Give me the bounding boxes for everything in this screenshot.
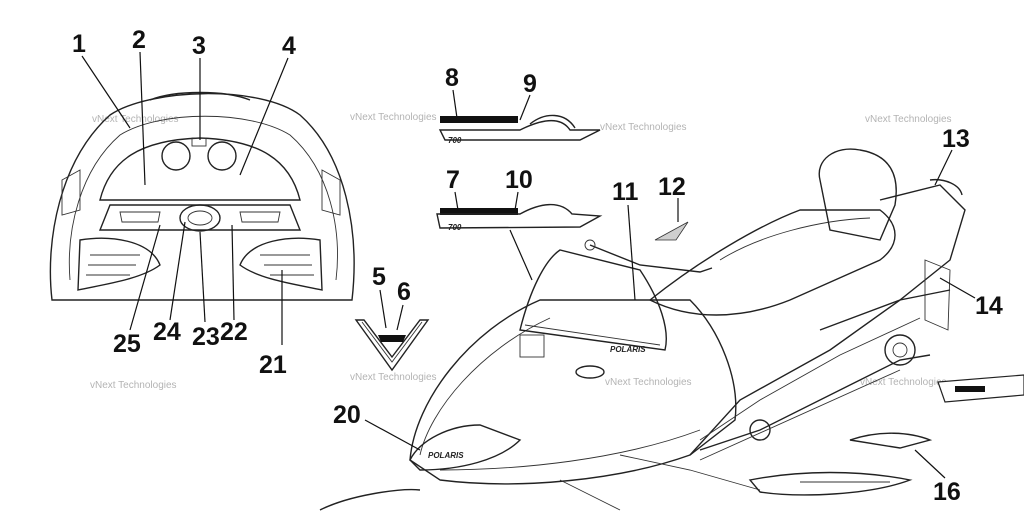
- decal-700-lower: 700: [436, 191, 603, 281]
- callout-4: 4: [282, 32, 296, 60]
- watermark: vNext Technologies: [350, 372, 437, 383]
- callout-25: 25: [113, 330, 141, 358]
- watermark: vNext Technologies: [860, 377, 947, 388]
- callout-20: 20: [333, 401, 361, 429]
- decal-14: [937, 277, 1024, 403]
- callout-13: 13: [942, 125, 970, 153]
- snowmobile-leader-lines: [364, 149, 953, 451]
- decal-12: [654, 198, 689, 241]
- callout-23: 23: [192, 323, 220, 351]
- callout-9: 9: [523, 70, 537, 98]
- watermark: vNext Technologies: [90, 380, 177, 391]
- callout-7: 7: [446, 166, 460, 194]
- callout-22: 22: [220, 318, 248, 346]
- callout-3: 3: [192, 32, 206, 60]
- watermark: vNext Technologies: [350, 112, 437, 123]
- callout-6: 6: [397, 278, 411, 306]
- decal-v-chevron: [354, 289, 430, 372]
- callout-8: 8: [445, 64, 459, 92]
- hood-leader-lines: [81, 51, 289, 345]
- callout-10: 10: [505, 166, 533, 194]
- watermark: vNext Technologies: [92, 114, 179, 125]
- callout-21: 21: [259, 351, 287, 379]
- callout-24: 24: [153, 318, 181, 346]
- decal-700-upper: 700: [438, 89, 601, 145]
- watermark: vNext Technologies: [865, 114, 952, 125]
- callout-2: 2: [132, 26, 146, 54]
- snowmobile-illustration: POLARIS POLARIS: [319, 148, 966, 511]
- brand-nose-text: POLARIS: [428, 451, 464, 460]
- callout-11: 11: [612, 178, 639, 206]
- decal-16: [748, 432, 946, 496]
- callout-1: 1: [72, 30, 86, 58]
- watermark-group: vNext Technologies vNext Technologies vN…: [90, 112, 952, 391]
- watermark: vNext Technologies: [605, 377, 692, 388]
- callout-group: 1 2 3 4 5 6 7 8 9 10 11 12 13 14 16 20 2…: [72, 26, 1003, 506]
- callout-16: 16: [933, 478, 961, 506]
- callout-14: 14: [975, 292, 1003, 320]
- brand-hood-text: POLARIS: [610, 345, 646, 354]
- callout-12: 12: [658, 173, 686, 201]
- callout-5: 5: [372, 263, 386, 291]
- watermark: vNext Technologies: [600, 122, 687, 133]
